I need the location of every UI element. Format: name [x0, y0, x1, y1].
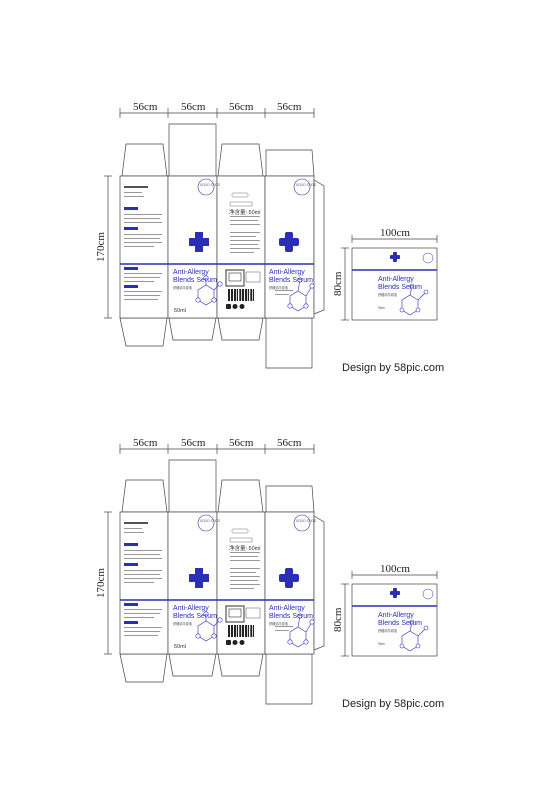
height-label: 170cm	[95, 568, 107, 598]
seal-text: SOLID STATE	[200, 519, 220, 523]
width-label-3: 56cm	[229, 101, 254, 113]
product-cn-name: 舒缓精华原液	[173, 285, 193, 290]
lid-width-label: 100cm	[380, 563, 410, 575]
net-content: 净含量: 50ml	[229, 544, 260, 552]
lid-height-label: 80cm	[332, 271, 344, 296]
product-volume: 50ml	[174, 308, 186, 314]
width-label-1: 56cm	[133, 437, 158, 449]
lid-volume: 50ml	[378, 306, 385, 310]
bottom-set-text: 56cm 56cm 56cm 56cm 170cm SOLID STATE SO…	[95, 437, 444, 710]
net-content: 净含量: 50ml	[229, 208, 260, 216]
product-name-line1: Anti-Allergy	[173, 605, 209, 612]
lid-cn-name: 舒缓精华原液	[378, 628, 398, 633]
lid-cn-name: 舒缓精华原液	[378, 292, 398, 297]
product-volume: 50ml	[174, 644, 186, 650]
product-name-line1-p4: Anti-Allergy	[269, 269, 305, 276]
width-label-4: 56cm	[277, 101, 302, 113]
width-label-1: 56cm	[133, 101, 158, 113]
product-name-line1: Anti-Allergy	[173, 269, 209, 276]
product-name-line2: Blends Serum	[173, 613, 217, 620]
seal-text: SOLID STATE	[200, 183, 220, 187]
product-name-line2-p4: Blends Serum	[269, 613, 313, 620]
height-label: 170cm	[95, 232, 107, 262]
seal-text-2: SOLID STATE	[296, 183, 316, 187]
product-name-line1-p4: Anti-Allergy	[269, 605, 305, 612]
product-cn-name-p4: 舒缓精华原液	[269, 621, 289, 626]
product-name-line2-p4: Blends Serum	[269, 277, 313, 284]
lid-name-line1: Anti-Allergy	[378, 276, 414, 283]
design-credit: Design by 58pic.com	[342, 698, 444, 710]
lid-height-label: 80cm	[332, 607, 344, 632]
width-label-4: 56cm	[277, 437, 302, 449]
top-set-text: 56cm 56cm 56cm 56cm 170cm SOLID STATE SO…	[95, 101, 444, 374]
seal-text-2: SOLID STATE	[296, 519, 316, 523]
width-label-2: 56cm	[181, 437, 206, 449]
width-label-3: 56cm	[229, 437, 254, 449]
product-cn-name-p4: 舒缓精华原液	[269, 285, 289, 290]
lid-name-line1: Anti-Allergy	[378, 612, 414, 619]
lid-width-label: 100cm	[380, 227, 410, 239]
lid-volume: 50ml	[378, 642, 385, 646]
product-name-line2: Blends Serum	[173, 277, 217, 284]
width-label-2: 56cm	[181, 101, 206, 113]
lid-name-line2: Blends Serum	[378, 284, 422, 291]
design-credit: Design by 58pic.com	[342, 362, 444, 374]
lid-name-line2: Blends Serum	[378, 620, 422, 627]
product-cn-name: 舒缓精华原液	[173, 621, 193, 626]
